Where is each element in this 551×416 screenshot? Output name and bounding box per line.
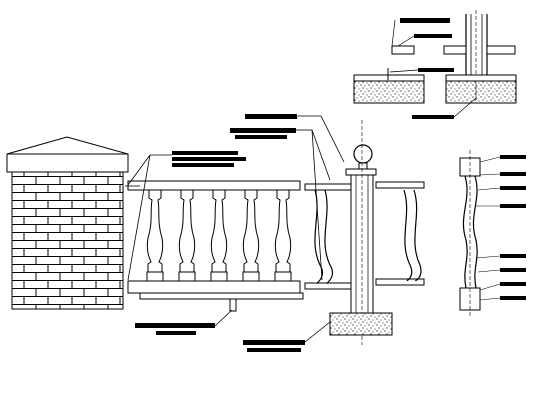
baluster [210, 189, 228, 273]
baluster-base [146, 271, 164, 282]
baluster-base [178, 271, 196, 282]
baluster-base [210, 271, 228, 282]
post-section-detail [353, 10, 517, 119]
baluster [178, 189, 196, 273]
brick-pillar [6, 136, 129, 310]
baluster [242, 189, 260, 273]
baluster [146, 189, 164, 273]
railing [127, 180, 425, 312]
central-post [329, 120, 393, 345]
baluster-row [146, 189, 292, 282]
leader-annotations [125, 114, 345, 352]
baluster-base [274, 271, 292, 282]
baluster [274, 189, 292, 273]
baluster-detail [459, 150, 526, 318]
baluster-base [242, 271, 260, 282]
